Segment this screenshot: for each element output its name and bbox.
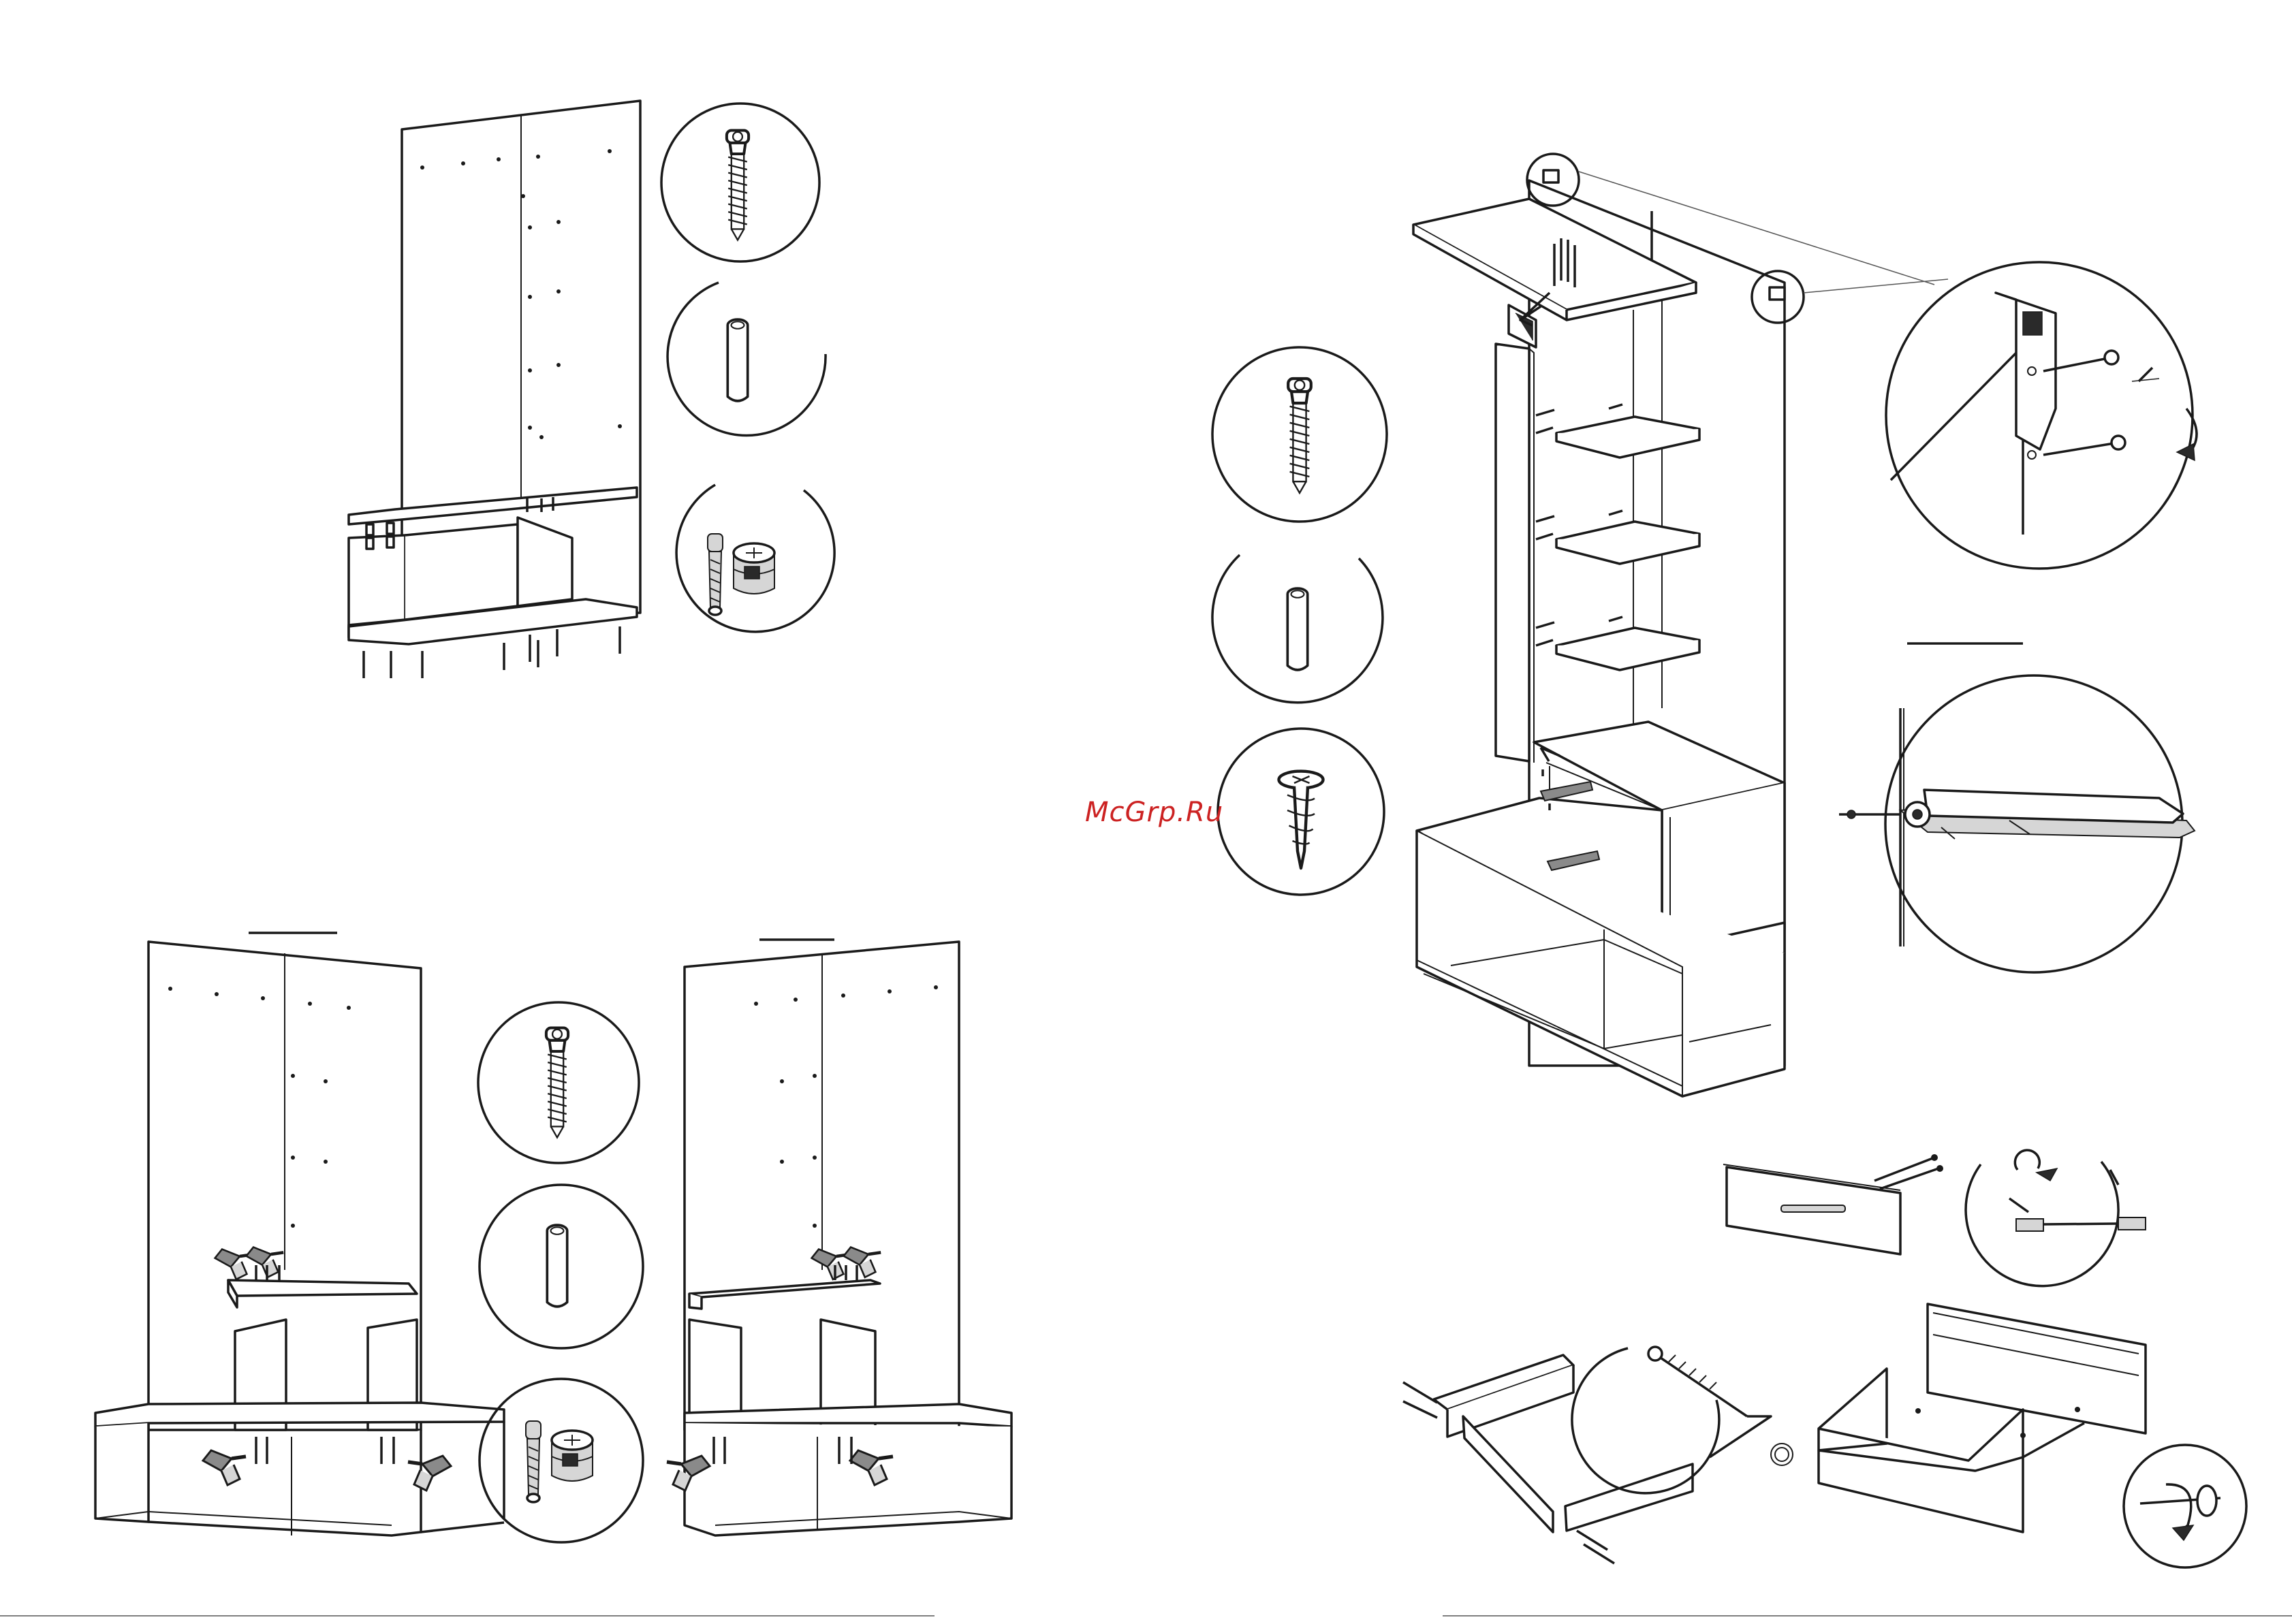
- step-2-diagram: [95, 933, 1011, 1542]
- wood-dowel-icon: [1287, 588, 1307, 670]
- confirmat-screw-icon: [727, 131, 749, 240]
- cam-lock-icon: [526, 1421, 593, 1502]
- confirmat-screw-icon: [1288, 379, 1311, 493]
- step-1-screw-detail: [661, 104, 819, 261]
- confirmat-screw-icon: [546, 1028, 568, 1138]
- step-1-diagram: [349, 101, 834, 678]
- step-3-diagram: [1212, 154, 2197, 1096]
- step-2-screw-detail: [478, 1002, 639, 1163]
- wood-dowel-icon: [547, 1225, 567, 1307]
- eccentric-tie-icon: [1648, 1347, 1793, 1465]
- watermark-text: McGrp.Ru: [1085, 797, 1223, 828]
- drawer-handle-icon: [1781, 1205, 1845, 1212]
- wood-screw-icon: [1279, 771, 1323, 869]
- rotate-arrow-icon: [2124, 1445, 2246, 1567]
- step-4-diagram: [1403, 1150, 2246, 1567]
- step-3-screw-detail: [1212, 347, 1387, 522]
- wood-dowel-icon: [727, 319, 747, 401]
- cam-lock-icon: [708, 534, 774, 615]
